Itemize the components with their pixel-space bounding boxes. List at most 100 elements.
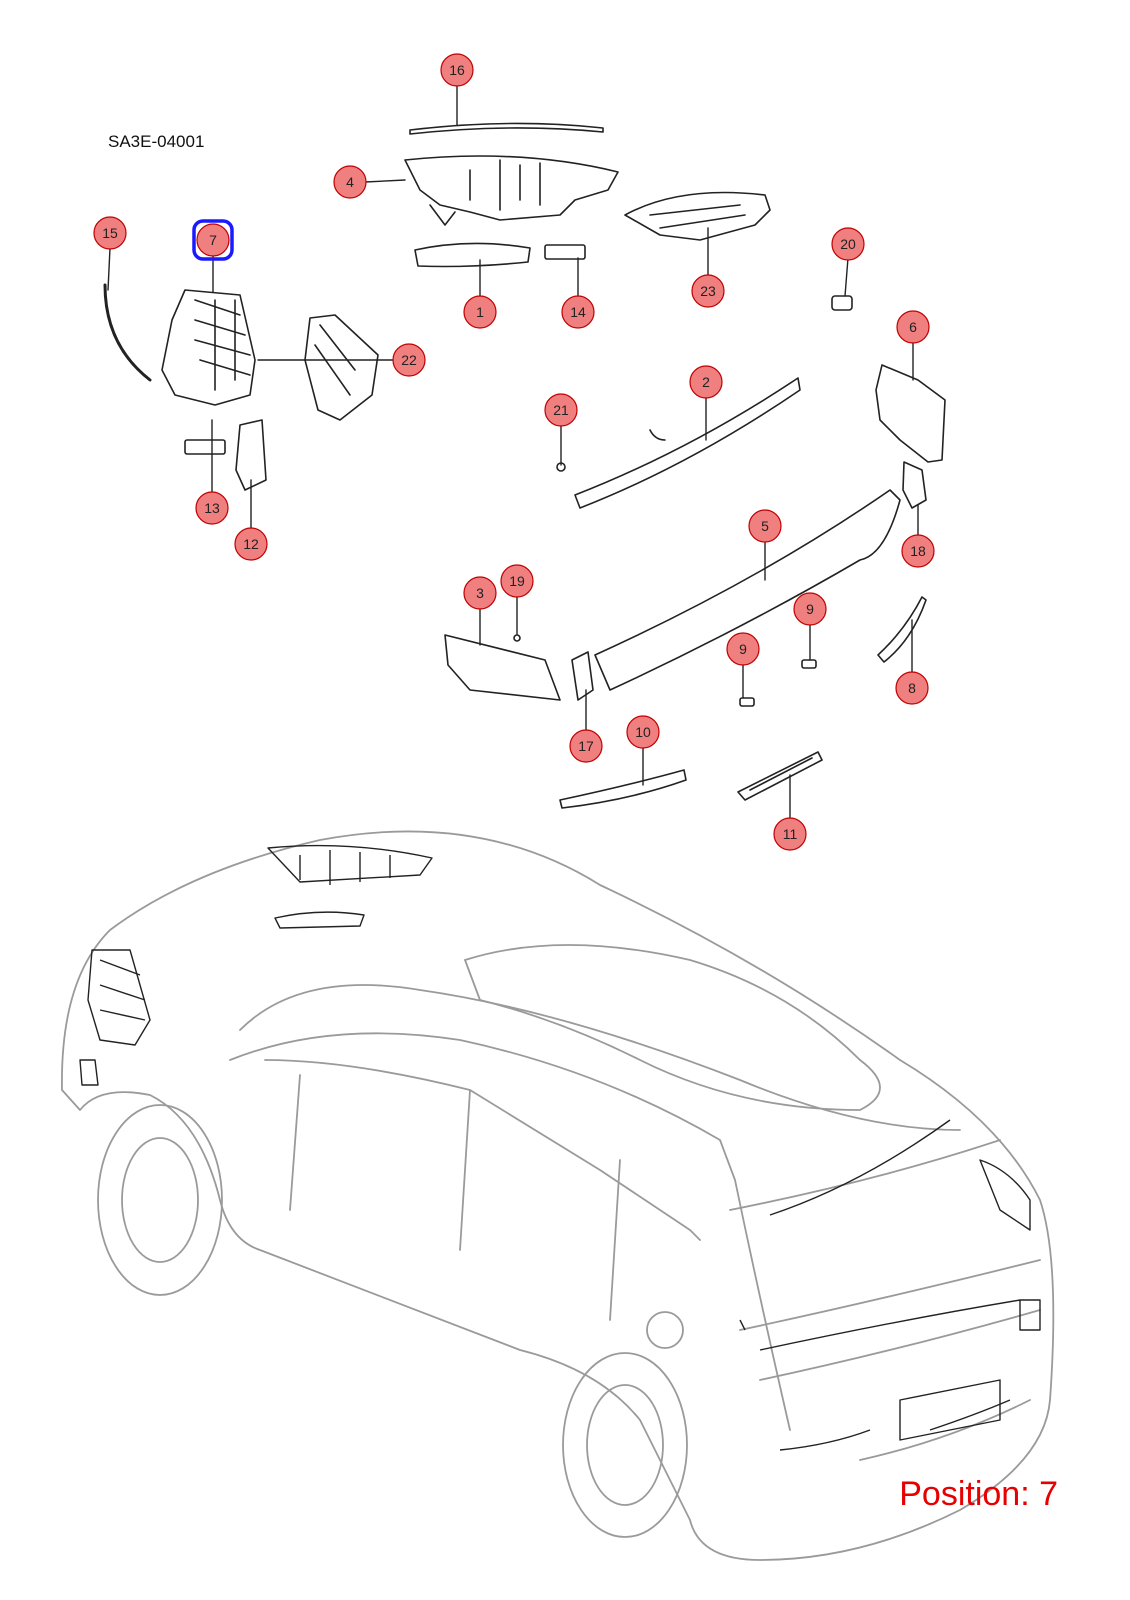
callout-number: 6 xyxy=(909,319,917,335)
callout-number: 22 xyxy=(401,352,417,368)
vehicle-installed-parts xyxy=(79,844,1041,1451)
callout-number: 16 xyxy=(449,62,465,78)
callout-bubble[interactable] xyxy=(463,576,497,610)
callout-bubble[interactable] xyxy=(793,592,827,626)
part-16-roof-trim xyxy=(409,122,604,135)
callout-number: 2 xyxy=(702,374,710,390)
callout-number: 23 xyxy=(700,283,716,299)
part-15-seal xyxy=(103,283,152,382)
callout-20[interactable]: 20 xyxy=(831,227,865,261)
callout-23[interactable]: 23 xyxy=(691,274,725,308)
part-3-lamp xyxy=(444,634,561,701)
callout-bubble[interactable] xyxy=(561,295,595,329)
callout-number: 11 xyxy=(783,826,798,842)
vehicle-outline xyxy=(61,830,1055,1561)
part-22-lamp xyxy=(304,314,379,421)
part-4-housing xyxy=(404,155,619,221)
callout-number: 4 xyxy=(346,174,354,190)
callout-2[interactable]: 2 xyxy=(689,365,723,399)
callout-11[interactable]: 11 xyxy=(773,817,807,851)
part-6-side-lamp xyxy=(875,364,946,463)
callout-bubble[interactable] xyxy=(544,393,578,427)
callout-9[interactable]: 9 xyxy=(793,592,827,626)
callout-number: 10 xyxy=(635,724,651,740)
part-14-module xyxy=(544,244,586,260)
callout-bubble[interactable] xyxy=(93,216,127,250)
callout-12[interactable]: 12 xyxy=(234,527,268,561)
callout-bubble[interactable] xyxy=(773,817,807,851)
callout-bubble[interactable] xyxy=(689,365,723,399)
part-2-light-bar xyxy=(574,377,801,509)
callout-17[interactable]: 17 xyxy=(569,729,603,763)
callout-number: 17 xyxy=(578,738,594,754)
callout-16[interactable]: 16 xyxy=(440,53,474,87)
part-23-cover xyxy=(624,191,771,241)
callout-bubble[interactable] xyxy=(392,343,426,377)
callout-bubble[interactable] xyxy=(234,527,268,561)
callout-bubble[interactable] xyxy=(726,632,760,666)
callout-number: 19 xyxy=(509,573,525,589)
callout-number: 9 xyxy=(739,641,747,657)
part-8-strip xyxy=(877,596,927,663)
part-18-bracket xyxy=(902,461,927,509)
callout-bubble[interactable] xyxy=(691,274,725,308)
callout-bubble[interactable] xyxy=(440,53,474,87)
callout-bubble[interactable] xyxy=(569,729,603,763)
callout-4[interactable]: 4 xyxy=(333,165,367,199)
callout-number: 14 xyxy=(570,304,586,320)
callout-bubble[interactable] xyxy=(463,295,497,329)
callout-9[interactable]: 9 xyxy=(726,632,760,666)
callout-10[interactable]: 10 xyxy=(626,715,660,749)
part-13-module xyxy=(184,439,226,455)
callout-15[interactable]: 15 xyxy=(93,216,127,250)
part-9-clip-b xyxy=(801,659,817,669)
callout-bubble[interactable] xyxy=(895,671,929,705)
part-20-clip xyxy=(831,295,853,311)
callout-number: 1 xyxy=(476,304,484,320)
callout-number: 20 xyxy=(840,236,856,252)
leader-lines xyxy=(107,84,919,819)
part-10-strip xyxy=(559,769,687,809)
callout-8[interactable]: 8 xyxy=(895,671,929,705)
callout-bubble[interactable] xyxy=(195,491,229,525)
callout-bubble[interactable] xyxy=(333,165,367,199)
callout-18[interactable]: 18 xyxy=(901,534,935,568)
callout-number: 7 xyxy=(209,232,217,248)
callout-bubble[interactable] xyxy=(500,564,534,598)
callout-22[interactable]: 22 xyxy=(392,343,426,377)
part-17-bracket xyxy=(571,651,594,701)
callout-number: 3 xyxy=(476,585,484,601)
callout-1[interactable]: 1 xyxy=(463,295,497,329)
part-11-bar xyxy=(737,751,823,801)
callout-layer: 16 4 15 7 1 14 23 20 22 6 2 21 13 12 18 5 19 3 9 9 8 17 10 11 xyxy=(93,53,935,851)
callout-19[interactable]: 19 xyxy=(500,564,534,598)
part-9-clip-a xyxy=(739,697,755,707)
callout-bubble[interactable] xyxy=(748,509,782,543)
callout-number: 8 xyxy=(908,680,916,696)
callout-number: 9 xyxy=(806,601,814,617)
callout-number: 13 xyxy=(204,500,220,516)
callout-bubble[interactable] xyxy=(196,223,230,257)
callout-6[interactable]: 6 xyxy=(896,310,930,344)
callout-bubble[interactable] xyxy=(896,310,930,344)
callout-13[interactable]: 13 xyxy=(195,491,229,525)
callout-3[interactable]: 3 xyxy=(463,576,497,610)
callout-14[interactable]: 14 xyxy=(561,295,595,329)
callout-bubble[interactable] xyxy=(901,534,935,568)
part-1-bracket xyxy=(414,242,531,268)
callout-7[interactable]: 7 xyxy=(192,219,234,261)
callout-bubble[interactable] xyxy=(831,227,865,261)
callout-number: 12 xyxy=(243,536,259,552)
diagram-code: SA3E-04001 xyxy=(108,132,205,151)
part-12-bracket xyxy=(235,419,267,491)
callout-number: 18 xyxy=(910,543,926,559)
position-caption: Position: 7 xyxy=(899,1475,1058,1513)
part-19-clip xyxy=(513,634,521,642)
selected-highlight xyxy=(192,219,234,261)
callout-5[interactable]: 5 xyxy=(748,509,782,543)
callout-bubble[interactable] xyxy=(626,715,660,749)
callout-21[interactable]: 21 xyxy=(544,393,578,427)
callout-number: 15 xyxy=(102,225,118,241)
callout-number: 5 xyxy=(761,518,769,534)
